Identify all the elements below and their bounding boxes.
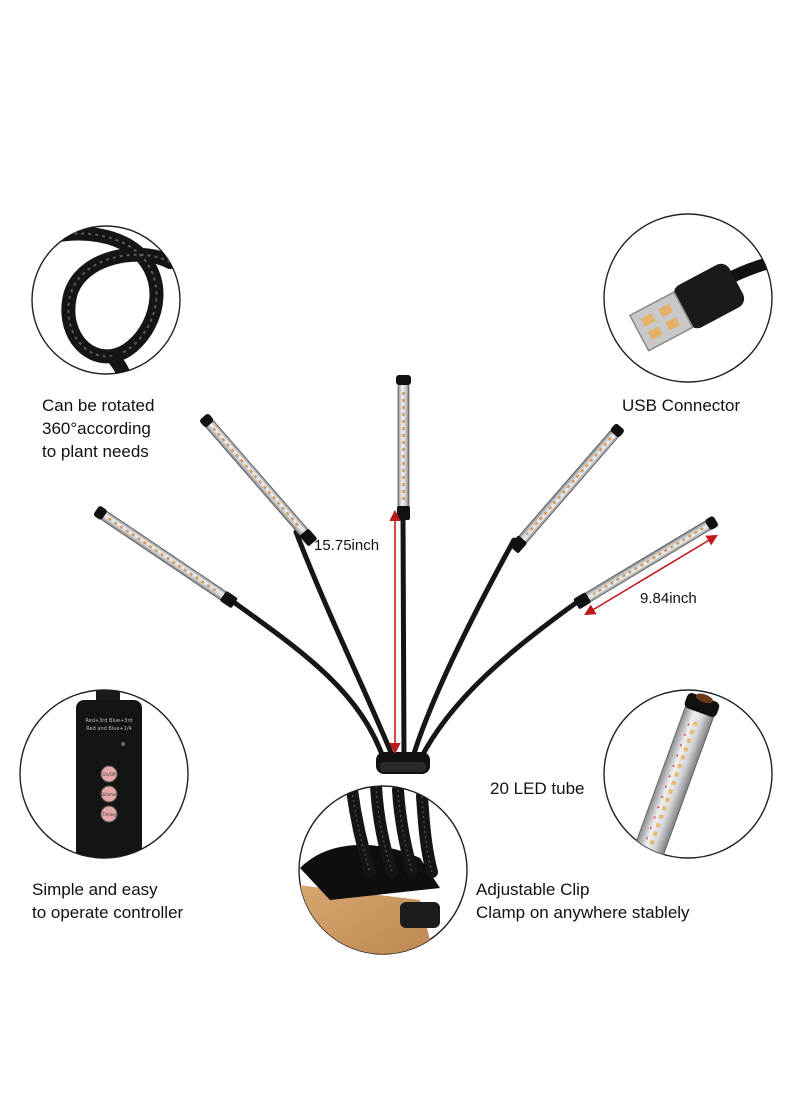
tube-length-arrow bbox=[584, 534, 718, 616]
usb-plug-icon bbox=[628, 252, 772, 352]
led-tube-closeup-icon bbox=[625, 693, 720, 858]
controller-icon: Red+3rd Blue+3rd Red and Blue+1/4 On/Off… bbox=[76, 690, 142, 858]
caption-line: 20 LED tube bbox=[490, 779, 585, 798]
caption-line: Simple and easy bbox=[32, 880, 158, 899]
tube-detail bbox=[603, 689, 773, 859]
led-tube-1 bbox=[94, 506, 238, 608]
button-label: Timing bbox=[101, 812, 116, 817]
clamp-icon bbox=[299, 786, 440, 954]
controller-button-timing[interactable]: Timing bbox=[100, 805, 118, 823]
controller-button-onoff[interactable]: On/Off bbox=[100, 765, 118, 783]
gooseneck-arms bbox=[225, 509, 583, 763]
controller-button-dimmer[interactable]: Dimmer bbox=[100, 785, 118, 803]
controller-mode-text-1: Red+3rd Blue+3rd bbox=[85, 718, 132, 724]
caption-line: Can be rotated bbox=[42, 396, 155, 415]
caption-line: USB Connector bbox=[622, 396, 741, 415]
clip-detail bbox=[298, 785, 468, 955]
led-tube-4 bbox=[509, 424, 624, 553]
led-tube-2 bbox=[200, 414, 317, 546]
tube-caption: 20 LED tube bbox=[490, 777, 585, 800]
rotation-caption: Can be rotated 360°according to plant ne… bbox=[42, 394, 154, 463]
button-label: Dimmer bbox=[101, 792, 117, 797]
caption-line: to plant needs bbox=[42, 442, 149, 461]
caption-line: Adjustable Clip bbox=[476, 880, 590, 899]
caption-line: to operate controller bbox=[32, 903, 184, 922]
clip-caption: Adjustable Clip Clamp on anywhere stable… bbox=[476, 878, 690, 924]
button-label: On/Off bbox=[103, 772, 116, 777]
height-dimension-label: 15.75inch bbox=[314, 537, 380, 554]
led-tube-3 bbox=[396, 375, 411, 520]
caption-line: Clamp on anywhere stablely bbox=[476, 903, 690, 922]
usb-caption: USB Connector bbox=[622, 394, 740, 417]
controller-mode-text-2: Red and Blue+1/4 bbox=[86, 726, 131, 732]
controller-detail: Red+3rd Blue+3rd Red and Blue+1/4 On/Off… bbox=[19, 689, 189, 859]
clip-base bbox=[376, 752, 430, 774]
rotation-detail bbox=[31, 225, 181, 375]
controller-caption: Simple and easy to operate controller bbox=[32, 878, 183, 924]
caption-line: 360°according bbox=[42, 419, 151, 438]
usb-detail bbox=[603, 213, 773, 383]
braided-cable-loop-icon bbox=[33, 226, 177, 374]
grow-lamp bbox=[94, 375, 718, 774]
tube-length-dimension-label: 9.84inch bbox=[640, 590, 697, 607]
